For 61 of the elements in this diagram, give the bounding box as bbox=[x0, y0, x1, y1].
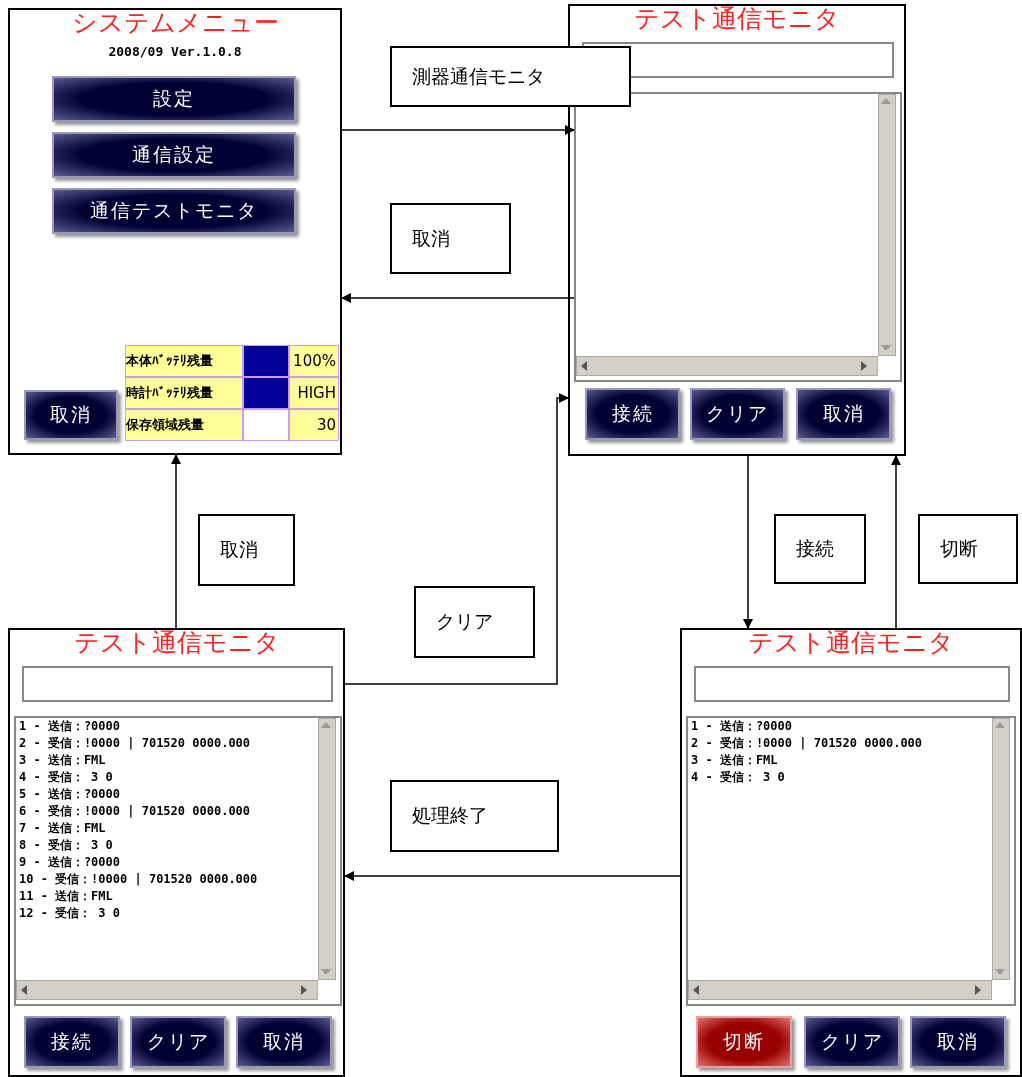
log-line: 2 - 受信：!0000 | 701520 0000.000 bbox=[691, 735, 923, 752]
screen-title: システムメニュー bbox=[70, 8, 280, 39]
arrow bbox=[341, 293, 575, 303]
table-cell: 100% bbox=[289, 345, 339, 377]
table-cell: HIGH bbox=[289, 377, 339, 409]
log-panel bbox=[14, 716, 342, 1006]
log-line: 5 - 送信：?0000 bbox=[19, 786, 121, 803]
version-text: 2008/09 Ver.1.0.8 bbox=[107, 44, 243, 61]
log-line: 8 - 受信： 3 0 bbox=[19, 837, 113, 854]
screen-title: テスト通信モニタ bbox=[633, 4, 841, 35]
log-line: 7 - 送信：FML bbox=[19, 820, 106, 837]
button: 設定 bbox=[52, 76, 296, 122]
log-line: 10 - 受信：!0000 | 701520 0000.000 bbox=[19, 871, 258, 888]
button: クリア bbox=[130, 1016, 226, 1068]
screen-title: テスト通信モニタ bbox=[72, 628, 281, 659]
button: クリア bbox=[804, 1016, 900, 1068]
screen-panel bbox=[8, 628, 345, 1077]
screen-panel bbox=[8, 8, 342, 455]
button: 取消 bbox=[24, 390, 118, 440]
button: 取消 bbox=[796, 388, 891, 440]
edge-label: 処理終了 bbox=[390, 780, 559, 852]
table-cell: 保存領域残量 bbox=[125, 409, 243, 441]
log-line: 3 - 送信：FML bbox=[691, 752, 778, 769]
log-line: 9 - 送信：?0000 bbox=[19, 854, 121, 871]
log-line: 4 - 受信： 3 0 bbox=[19, 769, 113, 786]
edge-label: 取消 bbox=[390, 203, 511, 274]
edge-label: 切断 bbox=[918, 514, 1018, 584]
button: 接続 bbox=[585, 388, 680, 440]
log-line: 12 - 受信： 3 0 bbox=[19, 905, 121, 922]
arrow bbox=[743, 455, 753, 629]
table-cell: 時計ﾊﾞｯﾃﾘ残量 bbox=[125, 377, 243, 409]
log-line: 1 - 送信：?0000 bbox=[691, 718, 793, 735]
screen-panel bbox=[568, 4, 906, 456]
arrow bbox=[344, 393, 569, 685]
log-line: 2 - 受信：!0000 | 701520 0000.000 bbox=[19, 735, 251, 752]
button: 取消 bbox=[910, 1016, 1006, 1068]
log-panel bbox=[574, 92, 902, 382]
arrow bbox=[341, 125, 575, 135]
screen-panel bbox=[680, 628, 1022, 1077]
arrow bbox=[171, 454, 181, 629]
button: 接続 bbox=[24, 1016, 120, 1068]
arrow bbox=[344, 871, 681, 881]
button: 切断 bbox=[696, 1016, 792, 1068]
log-line: 3 - 送信：FML bbox=[19, 752, 106, 769]
table-cell: 本体ﾊﾞｯﾃﾘ残量 bbox=[125, 345, 243, 377]
edge-label: 接続 bbox=[774, 514, 866, 584]
edge-label: クリア bbox=[414, 586, 535, 658]
button: 取消 bbox=[236, 1016, 332, 1068]
arrow bbox=[891, 455, 901, 629]
log-line: 11 - 送信：FML bbox=[19, 888, 113, 905]
table-cell: 30 bbox=[289, 409, 339, 441]
button: 通信テストモニタ bbox=[52, 188, 296, 234]
log-line: 1 - 送信：?0000 bbox=[19, 718, 121, 735]
button: 通信設定 bbox=[52, 132, 296, 178]
edge-label: 測器通信モニタ bbox=[390, 46, 631, 107]
button: クリア bbox=[690, 388, 785, 440]
log-line: 4 - 受信： 3 0 bbox=[691, 769, 785, 786]
screen-title: テスト通信モニタ bbox=[747, 628, 955, 659]
log-line: 6 - 受信：!0000 | 701520 0000.000 bbox=[19, 803, 251, 820]
log-panel bbox=[686, 716, 1016, 1006]
edge-label: 取消 bbox=[198, 514, 295, 586]
